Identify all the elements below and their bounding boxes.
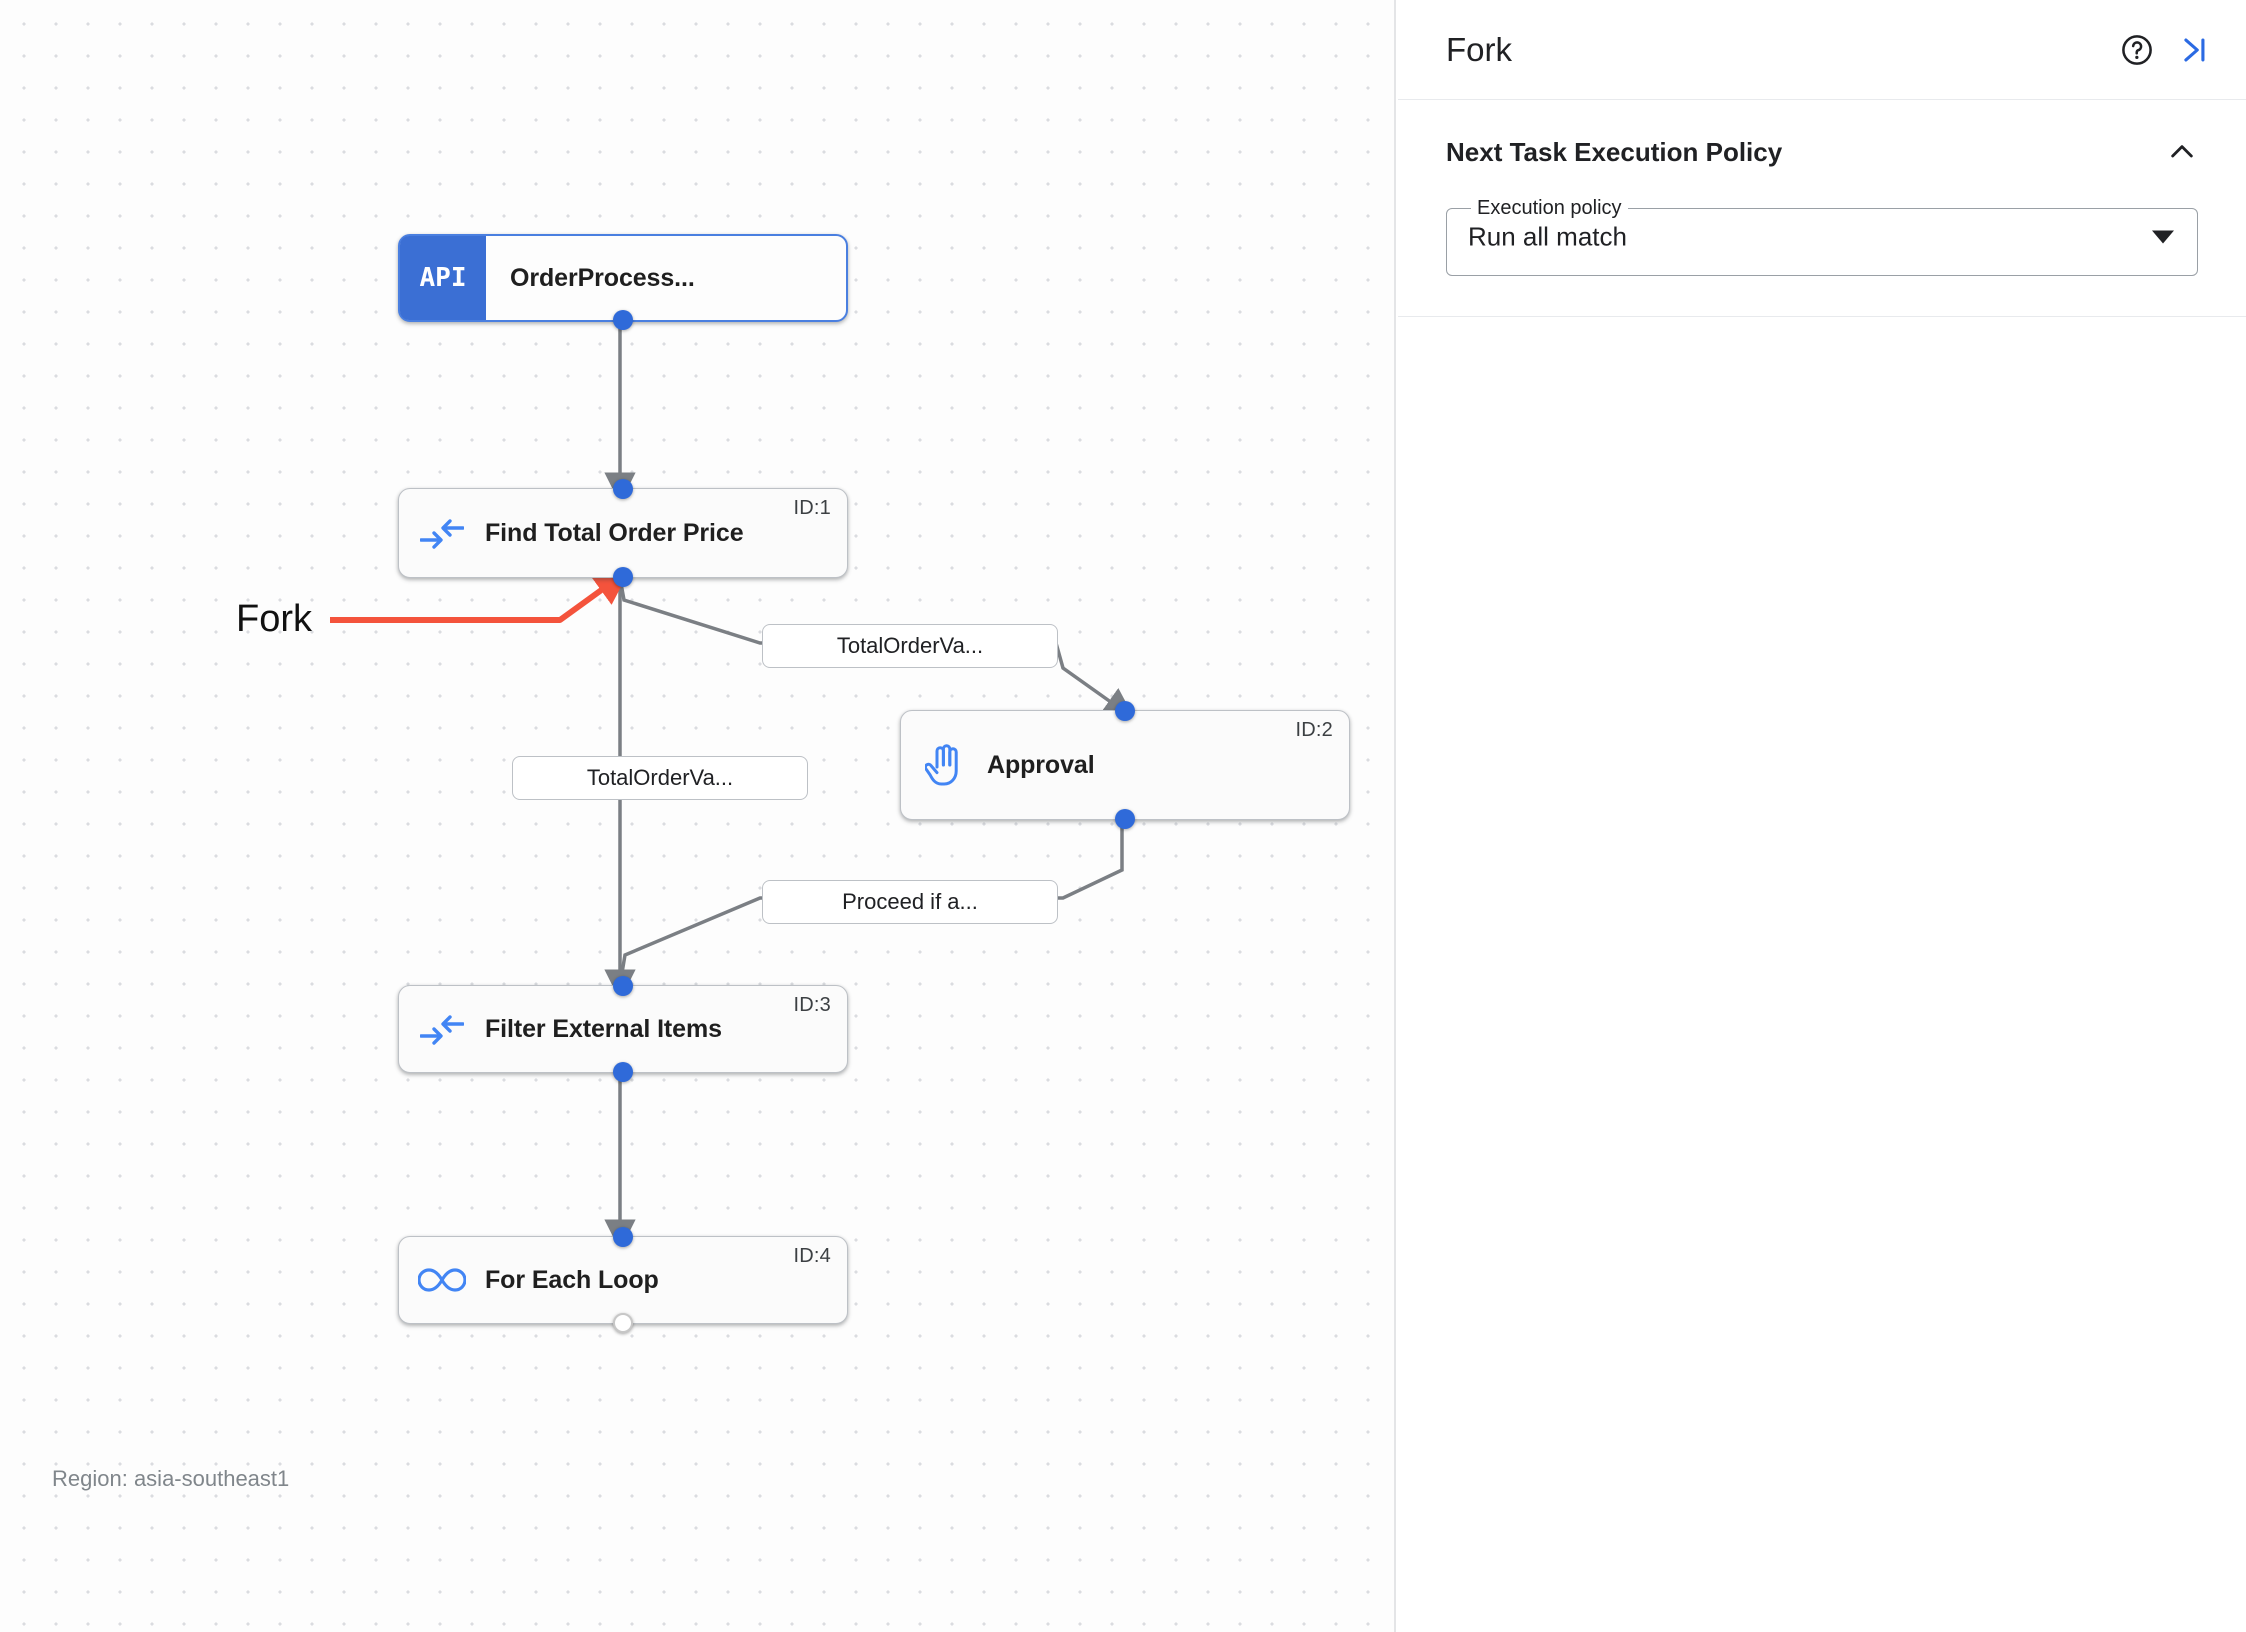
edge-label-text: TotalOrderVa... [586, 765, 734, 790]
dropdown-arrow-icon[interactable] [2152, 230, 2174, 244]
node-find-total-order-price[interactable]: Find Total Order Price ID:1 [398, 479, 848, 587]
edge-label[interactable]: TotalOrderVa... [762, 624, 1058, 668]
execution-policy-select[interactable]: Execution policy Run all match [1446, 198, 2198, 276]
node-input-handle[interactable] [1115, 701, 1135, 721]
node-input-handle[interactable] [613, 479, 633, 499]
hand-icon [901, 743, 987, 787]
workflow-canvas[interactable]: TotalOrderVa... TotalOrderVa... Proceed … [0, 0, 1396, 1632]
node-id-badge: ID:3 [793, 994, 831, 1016]
node-order-process[interactable]: API OrderProcess... [398, 234, 848, 330]
node-title: For Each Loop [485, 1265, 659, 1294]
node-input-handle[interactable] [613, 1227, 633, 1247]
node-output-handle[interactable] [1115, 809, 1135, 829]
next-task-execution-policy-section: Next Task Execution Policy Execution pol… [1398, 100, 2246, 317]
execution-policy-value: Run all match [1468, 221, 1627, 252]
node-id-badge: ID:1 [793, 497, 831, 519]
node-title: Approval [987, 750, 1095, 779]
node-title: Filter External Items [485, 1014, 722, 1043]
node-title: Find Total Order Price [485, 518, 744, 547]
node-output-handle[interactable] [613, 567, 633, 587]
node-id-badge: ID:2 [1295, 719, 1333, 741]
section-header[interactable]: Next Task Execution Policy [1446, 136, 2198, 168]
collapse-panel-icon[interactable] [2176, 33, 2210, 67]
api-badge-icon: API [400, 236, 486, 320]
properties-panel: Fork Next Task Execution Policy [1398, 0, 2246, 1632]
node-id-badge: ID:4 [793, 1245, 831, 1267]
node-output-handle[interactable] [613, 1062, 633, 1082]
panel-header: Fork [1398, 0, 2246, 100]
section-title: Next Task Execution Policy [1446, 136, 1783, 167]
help-circle-icon[interactable] [2120, 33, 2154, 67]
filter-arrows-icon [399, 1012, 485, 1046]
execution-policy-label: Execution policy [1477, 197, 1622, 219]
node-output-handle[interactable] [613, 310, 633, 330]
edge-label[interactable]: Proceed if a... [762, 880, 1058, 924]
filter-arrows-icon [399, 516, 485, 550]
node-input-handle[interactable] [613, 976, 633, 996]
node-filter-external-items[interactable]: Filter External Items ID:3 [398, 976, 848, 1082]
infinity-icon [399, 1266, 485, 1294]
fork-annotation-label: Fork [236, 598, 312, 640]
edge-label-text: TotalOrderVa... [836, 633, 984, 658]
edge-label[interactable]: TotalOrderVa... [512, 756, 808, 800]
node-output-handle-empty[interactable] [613, 1313, 633, 1333]
node-approval[interactable]: Approval ID:2 [900, 701, 1350, 829]
chevron-up-icon[interactable] [2166, 136, 2198, 168]
region-label: Region: asia-southeast1 [52, 1466, 290, 1491]
node-for-each-loop[interactable]: For Each Loop ID:4 [398, 1227, 848, 1333]
node-title: OrderProcess... [510, 263, 695, 292]
edge-label-text: Proceed if a... [842, 889, 978, 914]
panel-title: Fork [1446, 30, 1512, 68]
